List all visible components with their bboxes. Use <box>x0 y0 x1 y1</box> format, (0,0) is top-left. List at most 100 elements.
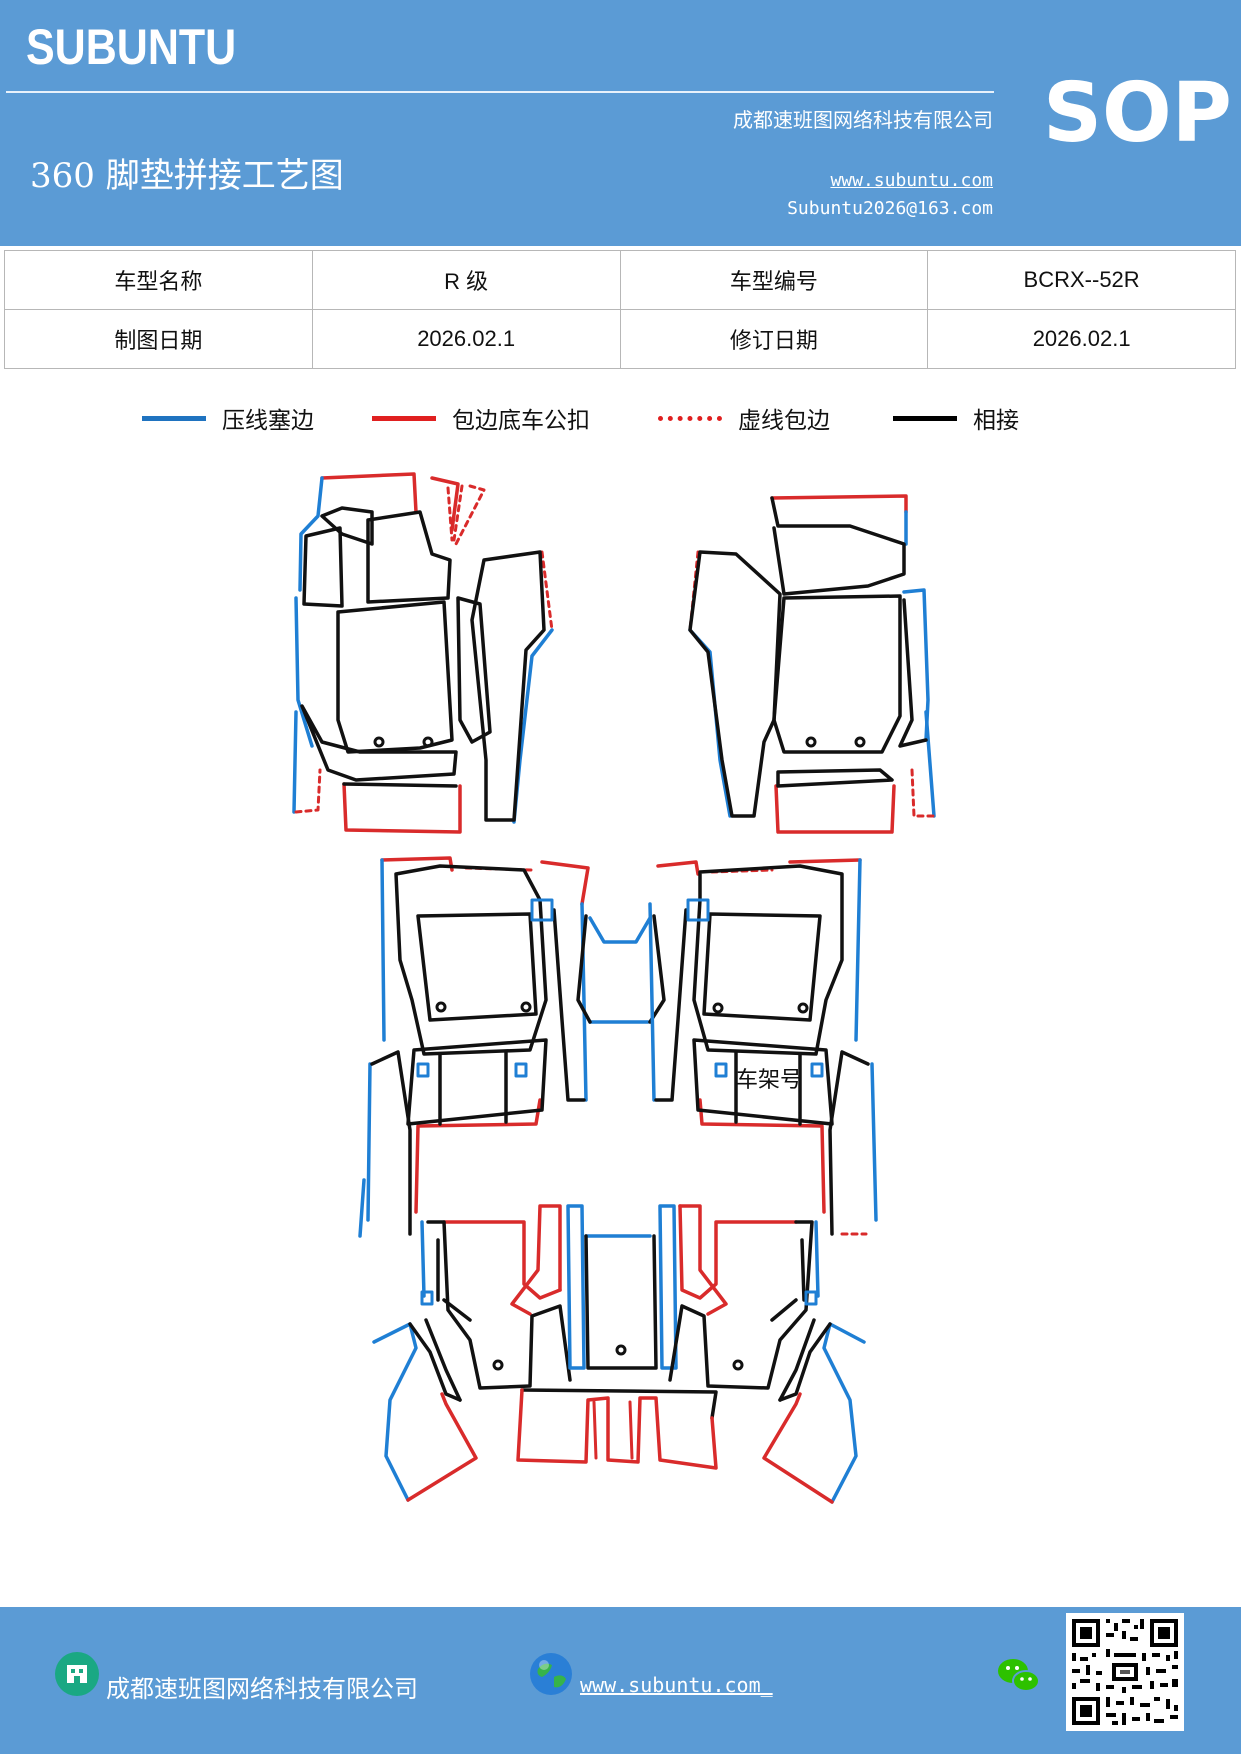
joint-line <box>470 550 546 822</box>
header-company: 成都速班图网络科技有限公司 <box>733 108 993 132</box>
building-icon <box>55 1652 99 1696</box>
seam-red <box>656 860 700 876</box>
value-draw-date: 2026.02.1 <box>311 309 621 369</box>
seam-blue <box>566 1204 586 1370</box>
seam-blue <box>366 1062 372 1222</box>
joint-line <box>778 1322 832 1402</box>
footer-company: 成都速班图网络科技有限公司 <box>106 1675 418 1703</box>
seam-red-dotted <box>540 550 554 632</box>
snap-hole <box>805 736 817 748</box>
seam-blue <box>294 596 314 748</box>
joint-line <box>702 912 822 1022</box>
seam-red-dotted <box>910 768 936 818</box>
joint-line <box>342 782 458 788</box>
joint-line <box>424 1220 572 1402</box>
header-email[interactable]: Subuntu2026@163.com <box>787 198 993 219</box>
joint-line <box>668 1220 816 1402</box>
joint-line <box>520 1388 718 1420</box>
seam-red-dotted <box>294 768 322 814</box>
value-revise-date: 2026.02.1 <box>927 309 1236 369</box>
seam-red <box>442 1220 562 1300</box>
seam-blue <box>358 1178 366 1238</box>
legend: 压线塞边 包边底车公扣 虚线包边 相接 <box>0 398 1241 438</box>
seam-blue <box>870 1062 878 1222</box>
front-left-mat <box>292 472 554 834</box>
label-model-code: 车型编号 <box>619 250 929 310</box>
snap-hole <box>422 736 434 748</box>
snap-hole <box>373 736 385 748</box>
clip-square <box>514 1062 528 1078</box>
label-draw-date: 制图日期 <box>4 309 313 369</box>
seam-blue <box>648 902 656 1102</box>
legend-item-dotted-edge: 虚线包边 <box>658 398 830 438</box>
front-right-mat <box>688 494 936 834</box>
joint-line <box>734 1050 802 1126</box>
wechat-icon <box>998 1659 1040 1692</box>
clip-square <box>686 898 710 922</box>
seam-red <box>320 472 418 514</box>
clip-square <box>804 1290 818 1306</box>
seam-blue <box>420 1220 426 1298</box>
seam-blue <box>380 858 386 1042</box>
seam-red <box>540 860 590 906</box>
joint-line <box>776 768 894 788</box>
label-model-name: 车型名称 <box>4 250 313 310</box>
joint-line <box>366 510 452 604</box>
joint-line <box>408 1322 462 1402</box>
joint-line <box>300 704 458 782</box>
joint-line <box>302 526 344 608</box>
seam-blue <box>854 858 862 1042</box>
seam-red <box>678 1204 728 1316</box>
legend-item-press-line: 压线塞边 <box>142 398 314 438</box>
joint-line <box>584 1234 658 1370</box>
joint-line <box>898 598 928 748</box>
seam-red <box>678 1204 798 1300</box>
header-divider <box>6 91 994 93</box>
snap-hole <box>712 1002 724 1014</box>
joint-line <box>692 864 844 1056</box>
legend-swatch-black <box>893 415 957 421</box>
value-model-name: R 级 <box>311 250 621 310</box>
clip-square <box>810 1062 824 1078</box>
legend-item-joint: 相接 <box>893 398 1019 438</box>
clip-square <box>530 898 554 922</box>
joint-line <box>688 550 782 818</box>
snap-hole <box>797 1002 809 1014</box>
seam-red <box>406 1392 478 1502</box>
joint-line <box>370 1050 412 1236</box>
seam-red <box>516 1388 718 1470</box>
qr-code[interactable] <box>1066 1613 1184 1731</box>
page-title: 360 脚垫拼接工艺图 <box>30 156 344 196</box>
snap-hole <box>435 1001 447 1013</box>
sop-badge: SOP <box>1043 66 1232 161</box>
seam-blue <box>822 1322 866 1504</box>
seam-blue <box>588 916 652 944</box>
header-website-link[interactable]: www.subuntu.com <box>830 170 993 191</box>
seam-blue <box>814 1220 820 1298</box>
joint-line <box>438 1050 508 1126</box>
legend-label: 相接 <box>973 408 1019 434</box>
seam-blue <box>298 476 324 592</box>
rear-mat <box>372 1204 866 1504</box>
snap-hole <box>615 1344 627 1356</box>
legend-label: 包边底车公扣 <box>452 408 590 434</box>
header-banner: SUBUNTU 成都速班图网络科技有限公司 360 脚垫拼接工艺图 www.su… <box>0 0 1241 246</box>
seam-blue <box>658 1204 678 1370</box>
seam-red <box>430 476 460 532</box>
joint-line <box>770 496 906 596</box>
joint-line <box>406 1038 548 1126</box>
joint-line <box>456 596 492 744</box>
legend-label: 压线塞边 <box>222 408 314 434</box>
value-model-code: BCRX--52R <box>927 250 1236 310</box>
seam-blue <box>372 1322 418 1502</box>
joint-line <box>336 600 454 754</box>
joint-line <box>416 912 538 1022</box>
seam-blue <box>292 710 298 814</box>
joint-line <box>654 908 688 1102</box>
label-revise-date: 修订日期 <box>619 309 929 369</box>
floor-mat-diagram <box>292 472 936 1504</box>
legend-swatch-red <box>372 415 436 421</box>
footer-website-link[interactable]: www.subuntu.com_ <box>580 1673 773 1697</box>
seam-red-dotted <box>446 484 486 546</box>
seam-red <box>510 1204 562 1316</box>
